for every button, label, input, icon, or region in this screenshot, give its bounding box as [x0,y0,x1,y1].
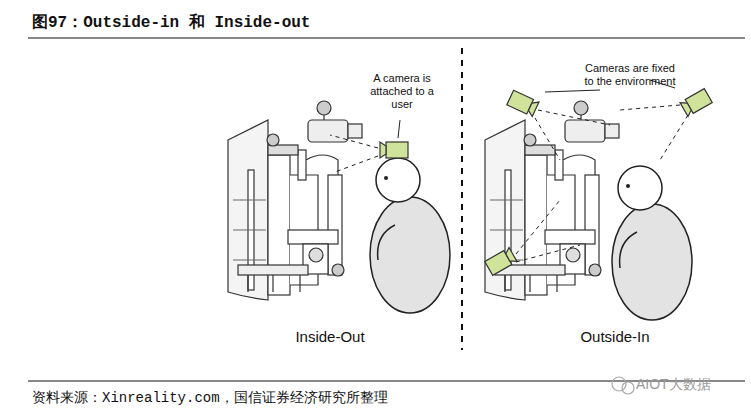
figure-title: 图97：Outside-in 和 Inside-out [32,12,310,33]
callout-text: A camera is attached to a user [362,72,442,111]
side-label: Outside-In [580,328,649,345]
source-caption: 资料来源：Xinreality.com，国信证券经济研究所整理 [32,389,388,407]
watermark: AIOT大数据 [636,376,711,394]
callout-text: Cameras are fixed to the environment [580,62,680,88]
side-label: Inside-Out [295,328,364,345]
